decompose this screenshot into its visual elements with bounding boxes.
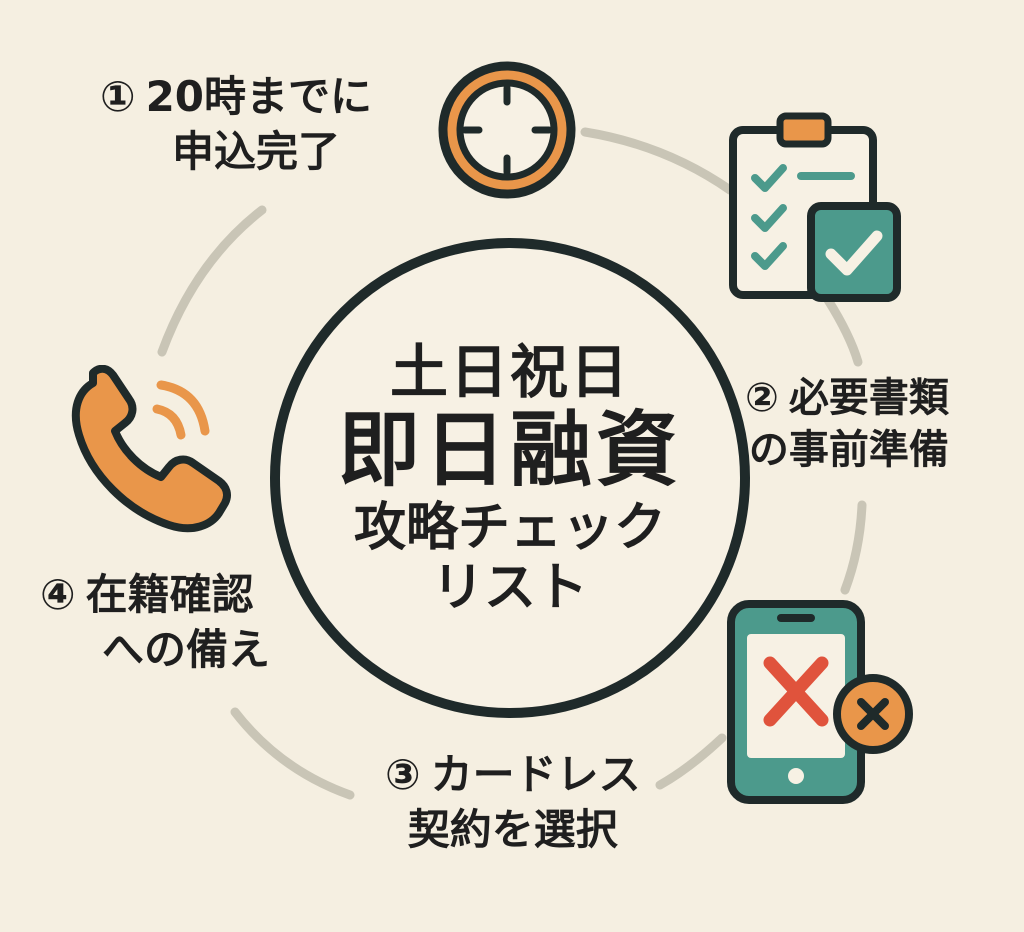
step-1-number: ① — [100, 72, 136, 121]
center-title-line2: 即日融資 — [337, 402, 682, 498]
center-circle — [270, 238, 750, 718]
ring-segment-bottom-right — [655, 733, 727, 790]
step-3-number: ③ — [385, 750, 421, 799]
step-2-number: ② — [745, 375, 779, 421]
ring-segment-bottom-left — [230, 707, 355, 800]
ring-segment-top-right — [580, 127, 735, 195]
clock-icon — [438, 61, 576, 199]
step-1-line2: 申込完了 — [172, 126, 341, 176]
center-title-line3: 攻略チェック — [353, 497, 666, 558]
step-2-line2: の事前準備 — [748, 427, 949, 473]
step-3-line2: 契約を選択 — [407, 804, 618, 854]
step-4-number: ④ — [40, 570, 76, 619]
center-title-line1: 土日祝日 — [389, 338, 630, 407]
center-title: 土日祝日 即日融資 攻略チェック リスト — [270, 245, 750, 715]
ring-segment-left — [157, 205, 267, 357]
clipboard-checklist-icon — [729, 112, 901, 302]
step-4-line2: への備え — [102, 624, 271, 674]
step-1-line1: 20時までに — [145, 72, 373, 121]
step-2-line1: 必要書類 — [788, 375, 949, 421]
ring-segment-right-upper — [823, 295, 863, 367]
smartphone-card-cancel-icon — [727, 600, 913, 804]
step-3-line1: カードレス — [430, 750, 641, 799]
center-title-line4: リスト — [431, 558, 588, 619]
step-4-line1: 在籍確認 — [85, 570, 254, 619]
phone-call-icon — [71, 365, 231, 533]
ring-segment-right-lower — [840, 500, 867, 595]
